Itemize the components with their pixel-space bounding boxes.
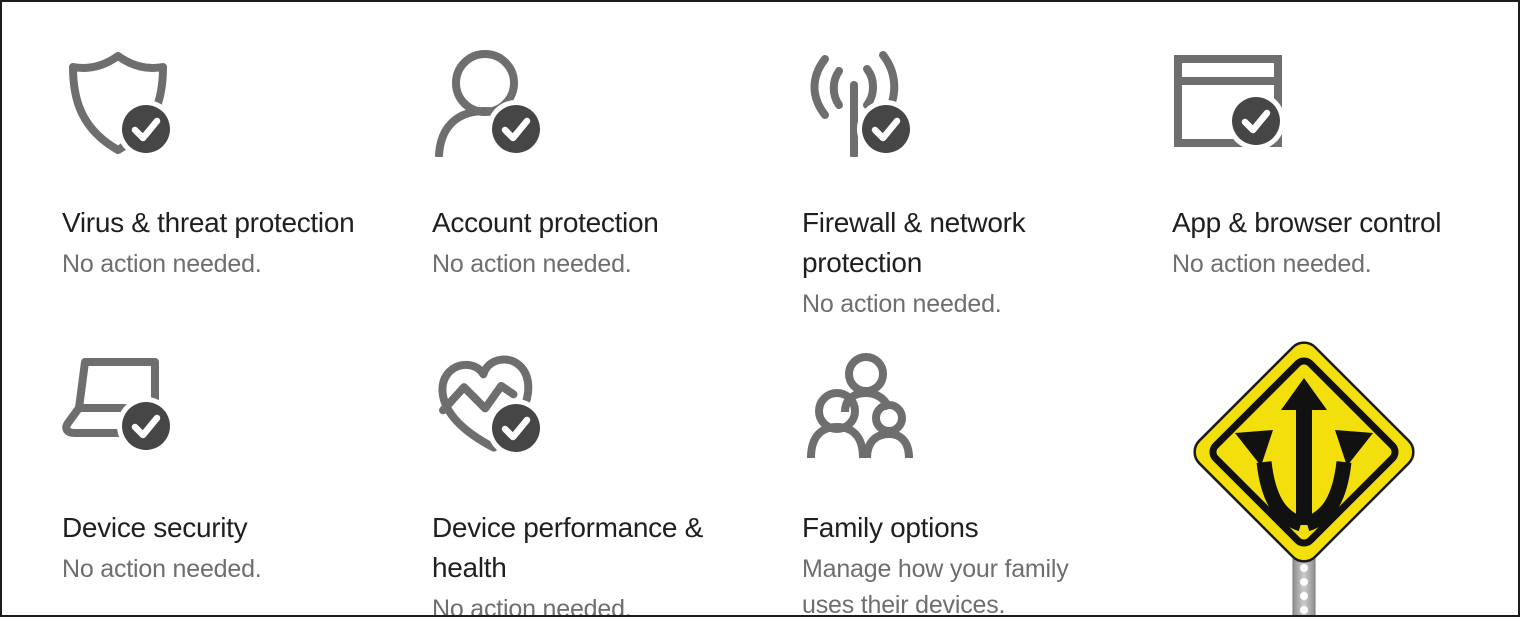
tile-title: Firewall & network protection — [802, 207, 1026, 278]
tile-firewall-network-protection[interactable]: Firewall & network protection No action … — [802, 47, 1172, 352]
tile-account-protection[interactable]: Account protection No action needed. — [432, 47, 802, 352]
three-way-intersection-sign — [1193, 341, 1415, 615]
tile-virus-threat-protection[interactable]: Virus & threat protection No action need… — [62, 47, 432, 352]
tile-app-browser-control[interactable]: App & browser control No action needed. — [1172, 47, 1518, 352]
tile-title: App & browser control — [1172, 207, 1442, 238]
tile-title: Family options — [802, 512, 979, 543]
check-badge-icon — [122, 105, 170, 153]
shield-icon — [62, 47, 174, 157]
security-tiles-grid: Virus & threat protection No action need… — [62, 47, 1518, 617]
family-icon — [807, 353, 913, 459]
sign-post — [1292, 555, 1316, 615]
person-icon — [432, 47, 544, 159]
tile-status: No action needed. — [62, 250, 262, 278]
tile-status: No action needed. — [432, 250, 632, 278]
illustration-cell — [1172, 341, 1518, 615]
tile-status: Manage how your family uses their device… — [802, 555, 1069, 617]
tile-status: No action needed. — [802, 290, 1002, 318]
tile-title: Virus & threat protection — [62, 207, 355, 238]
check-badge-icon — [862, 105, 910, 153]
tile-title: Device security — [62, 512, 248, 543]
tile-status: No action needed. — [62, 555, 262, 583]
check-badge-icon — [1232, 97, 1280, 145]
tile-device-security[interactable]: Device security No action needed. — [62, 352, 432, 615]
check-badge-icon — [122, 402, 170, 450]
tile-title: Account protection — [432, 207, 659, 238]
tile-status: No action needed. — [1172, 250, 1372, 278]
shield-icon — [69, 52, 167, 154]
heart-pulse-icon — [438, 355, 533, 452]
check-badge-icon — [492, 404, 540, 452]
family-icon — [802, 352, 914, 462]
laptop-icon — [62, 352, 174, 462]
heart-pulse-icon — [432, 352, 544, 462]
network-antenna-icon — [810, 51, 899, 159]
tile-family-options[interactable]: Family options Manage how your family us… — [802, 352, 1172, 617]
three-way-arrow-icon — [1235, 378, 1373, 532]
tile-status: No action needed. — [432, 595, 632, 617]
tile-title: Device performance & health — [432, 512, 704, 583]
check-badge-icon — [492, 105, 540, 153]
browser-window-icon — [1172, 47, 1284, 157]
tile-device-performance-health[interactable]: Device performance & health No action ne… — [432, 352, 802, 617]
browser-window-icon — [1174, 55, 1282, 147]
network-antenna-icon — [802, 47, 914, 159]
